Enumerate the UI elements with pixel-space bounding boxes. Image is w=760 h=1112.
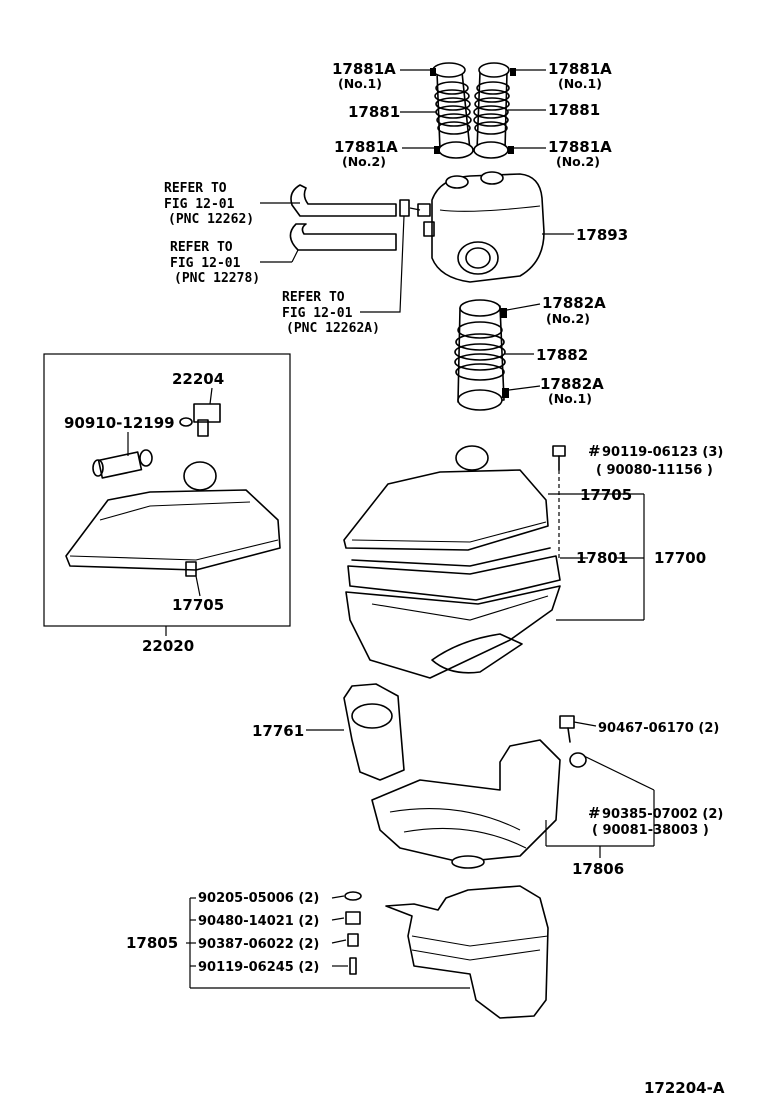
labels-inset: 22204 90910-12199 17705 22020 xyxy=(64,370,224,655)
hash-mark-2: # xyxy=(588,804,601,822)
labels-duct: 17761 90467-06170 (2) # 90385-07002 (2) … xyxy=(252,721,723,878)
bracket-17806 xyxy=(545,755,655,858)
inset-box-22020 xyxy=(43,353,291,627)
refer2-line1: REFER TO xyxy=(170,240,233,255)
label-17705-inset: 17705 xyxy=(172,596,224,614)
hardware-17805 xyxy=(344,891,362,975)
hose-refer-12262 xyxy=(290,184,397,217)
leader-17705-inset xyxy=(195,575,201,597)
leaders-17805 xyxy=(331,895,348,967)
label-17881a-br-sub: (No.2) xyxy=(556,154,600,169)
label-17705: 17705 xyxy=(580,486,632,504)
label-17881-l: 17881 xyxy=(348,103,400,121)
resonator-17805 xyxy=(385,885,549,1019)
refer1-line3: (PNC 12262) xyxy=(168,212,254,227)
label-90080: ( 90080-11156 ) xyxy=(596,463,713,478)
label-17801: 17801 xyxy=(576,549,628,567)
label-17881a-tr: 17881A xyxy=(548,60,612,78)
labels-17882: 17882A (No.2) 17882 17882A (No.1) xyxy=(536,294,606,406)
bolt-90467 xyxy=(559,715,575,743)
leaders-17882 xyxy=(505,303,541,391)
refer1-line2: FIG 12-01 xyxy=(164,197,235,212)
hose-17882 xyxy=(454,299,509,411)
labels-17805: 90205-05006 (2) 90480-14021 (2) 90387-06… xyxy=(126,891,319,975)
labels-17881: 17881A (No.1) 17881A (No.1) 17881 17881 … xyxy=(332,60,612,169)
label-90385: 90385-07002 (2) xyxy=(602,807,723,822)
bracket-17700 xyxy=(548,493,645,621)
labels-air-cleaner: # 90119-06123 (3) ( 90080-11156 ) 17705 … xyxy=(576,442,723,567)
label-17881a-br: 17881A xyxy=(548,138,612,156)
labels-refer: REFER TO FIG 12-01 (PNC 12262) REFER TO … xyxy=(164,181,380,336)
resonator-17893 xyxy=(417,171,545,283)
hose-refer-12262a xyxy=(399,199,421,217)
label-17761: 17761 xyxy=(252,722,304,740)
nut-90385 xyxy=(569,752,587,768)
label-90081: ( 90081-38003 ) xyxy=(592,823,709,838)
label-17806: 17806 xyxy=(572,860,624,878)
refer3-line1: REFER TO xyxy=(282,290,345,305)
leaders-17881 xyxy=(400,69,546,149)
label-90205: 90205-05006 (2) xyxy=(198,891,319,906)
label-17881a-tl-sub: (No.1) xyxy=(338,76,382,91)
refer2-line2: FIG 12-01 xyxy=(170,256,241,271)
air-duct-17806 xyxy=(371,739,561,869)
label-22204: 22204 xyxy=(172,370,224,388)
refer3-line3: (PNC 12262A) xyxy=(286,321,380,336)
label-90467: 90467-06170 (2) xyxy=(598,721,719,736)
label-17882a-top: 17882A xyxy=(542,294,606,312)
air-inlet-17761 xyxy=(343,683,405,781)
clamp-icons-17881a xyxy=(430,68,516,154)
bolt-90119-06123 xyxy=(552,445,566,471)
leaders-refer xyxy=(260,202,405,313)
label-17882a-top-sub: (No.2) xyxy=(546,311,590,326)
leader-90467 xyxy=(573,721,597,727)
label-22020: 22020 xyxy=(142,637,194,655)
filter-element-17801 xyxy=(351,547,551,567)
refer3-line2: FIG 12-01 xyxy=(282,306,353,321)
label-90387: 90387-06022 (2) xyxy=(198,937,319,952)
bracket-17805 xyxy=(186,897,470,989)
hash-mark-1: # xyxy=(588,442,601,460)
air-cleaner-cap-inset xyxy=(65,461,281,577)
valve-90910 xyxy=(92,449,153,479)
sensor-22204 xyxy=(179,403,221,437)
hose-refer-12278 xyxy=(289,223,397,251)
label-17881a-tr-sub: (No.1) xyxy=(558,76,602,91)
hose-17881-left xyxy=(432,62,474,159)
leader-22204 xyxy=(209,387,213,405)
label-17881a-bl: 17881A xyxy=(334,138,398,156)
label-17881-r: 17881 xyxy=(548,101,600,119)
label-17882: 17882 xyxy=(536,346,588,364)
hose-17881-right xyxy=(473,62,510,159)
label-17882a-bot-sub: (No.1) xyxy=(548,391,592,406)
label-90480: 90480-14021 (2) xyxy=(198,914,319,929)
label-17882a-bot: 17882A xyxy=(540,375,604,393)
label-17805: 17805 xyxy=(126,934,178,952)
air-cleaner-17700 xyxy=(343,445,561,679)
label-90910: 90910-12199 xyxy=(64,414,175,432)
figure-code: 172204-A xyxy=(644,1079,725,1097)
label-90119-06245: 90119-06245 (2) xyxy=(198,960,319,975)
label-17881a-bl-sub: (No.2) xyxy=(342,154,386,169)
label-17893: 17893 xyxy=(576,226,628,244)
label-17700: 17700 xyxy=(654,549,706,567)
refer2-line3: (PNC 12278) xyxy=(174,271,260,286)
refer1-line1: REFER TO xyxy=(164,181,227,196)
label-17881a-tl: 17881A xyxy=(332,60,396,78)
label-90119-06123: 90119-06123 (3) xyxy=(602,445,723,460)
